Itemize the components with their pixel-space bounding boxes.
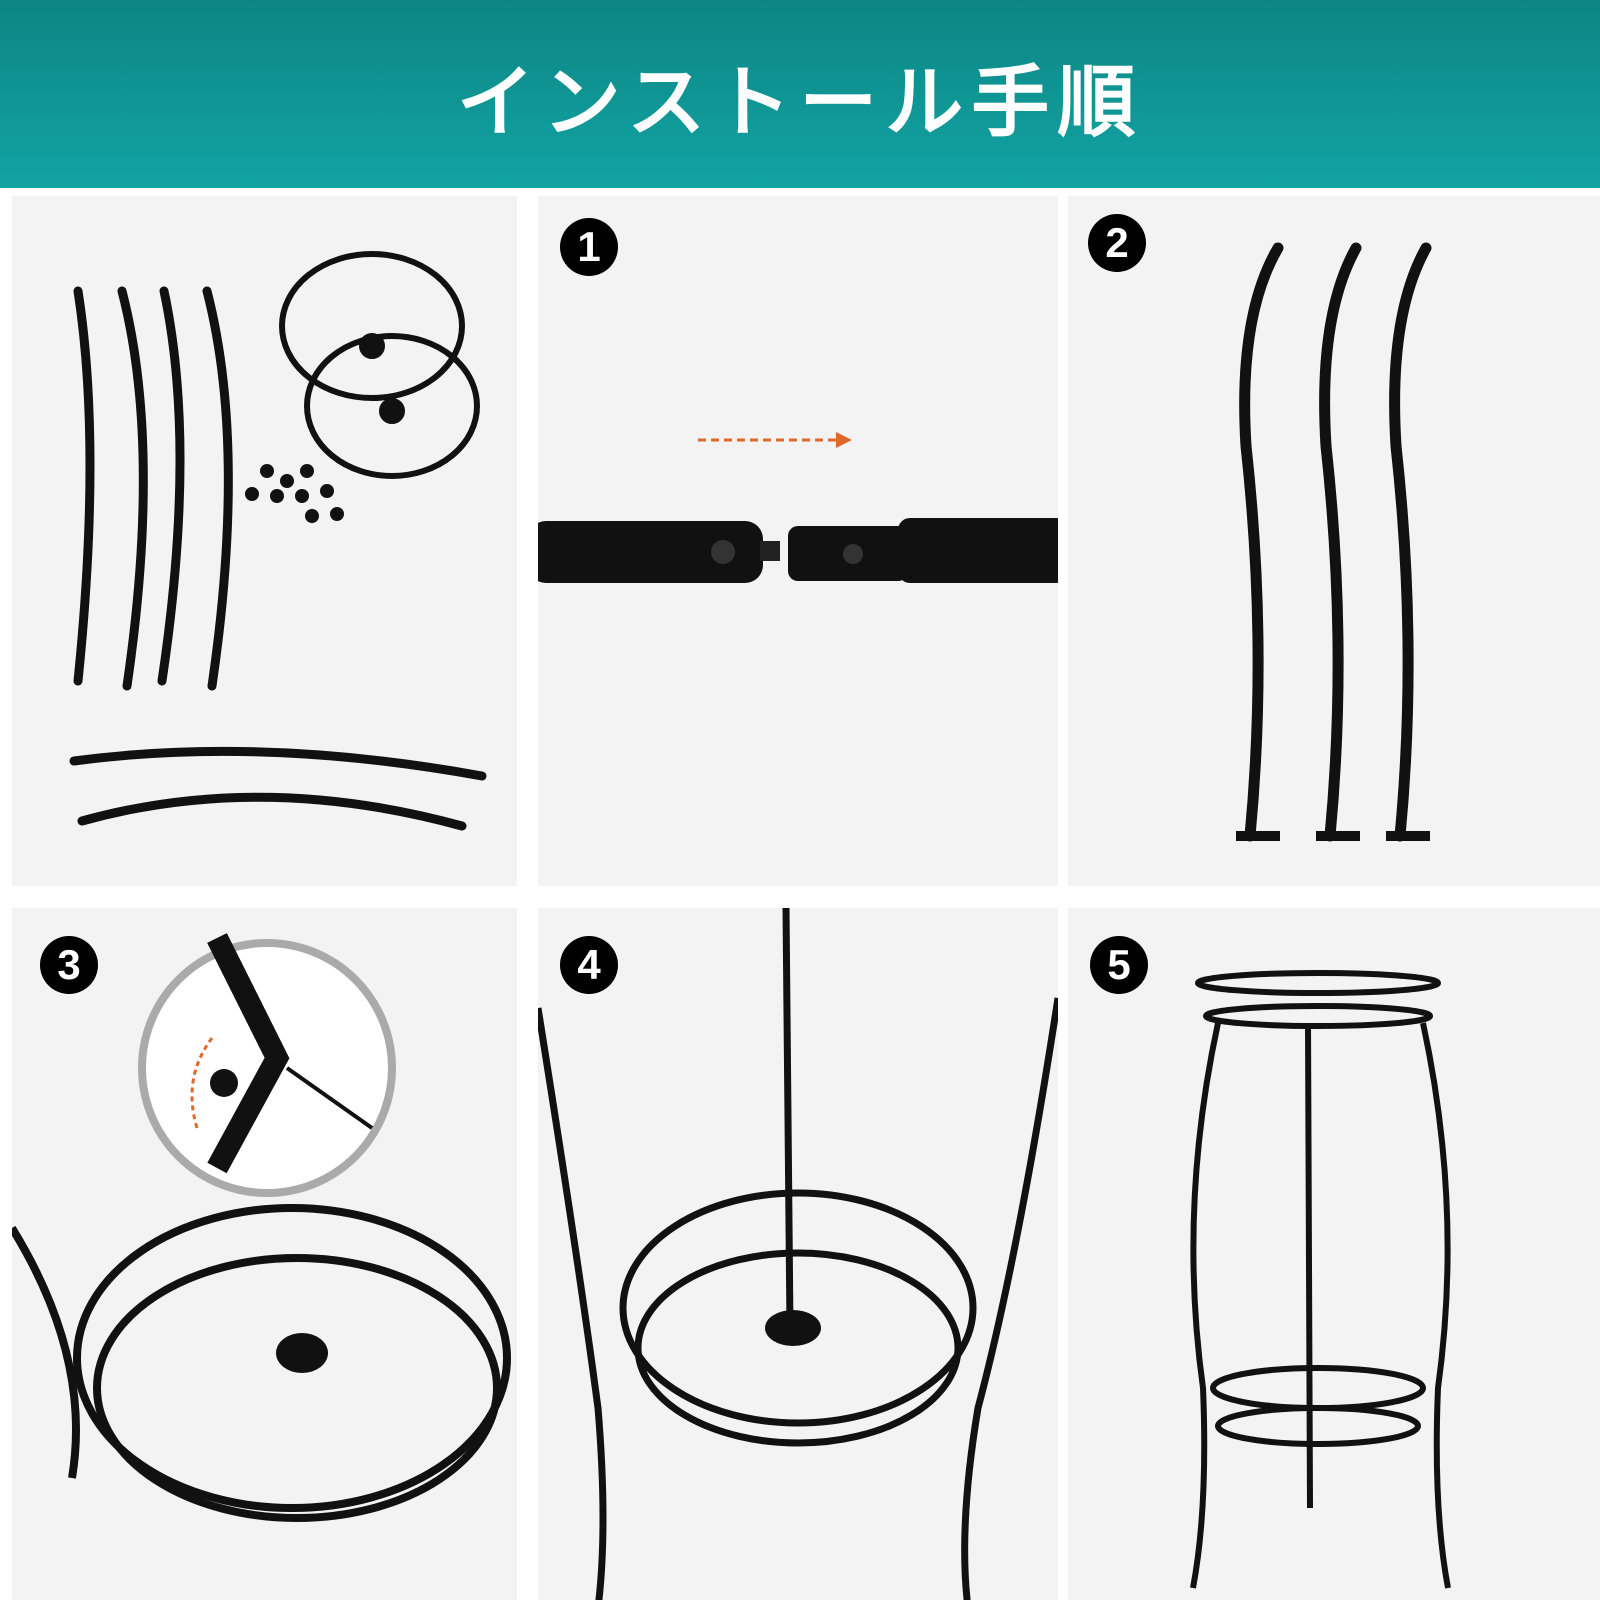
- step-1-panel: 1: [538, 196, 1058, 886]
- step-5-panel: 5: [1068, 908, 1600, 1600]
- parts-illustration: [69, 251, 487, 831]
- step-4-panel: 4: [538, 908, 1058, 1600]
- step-number-badge: 2: [1088, 214, 1146, 272]
- step-number-badge: 3: [40, 936, 98, 994]
- step-1-illustration: [538, 432, 1058, 583]
- step-3-illustration: [12, 933, 511, 1522]
- step-number-badge: 5: [1090, 936, 1148, 994]
- parts-overview-panel: [12, 196, 517, 886]
- page-title: インストール手順: [456, 58, 1144, 148]
- step-3-panel: 3: [12, 908, 517, 1600]
- step-number-badge: 1: [560, 218, 618, 276]
- step-2-illustration: [1236, 242, 1432, 842]
- step-4-illustration: [538, 908, 1058, 1600]
- step-number-badge: 4: [560, 936, 618, 994]
- step-5-assembled-stand: [1190, 970, 1451, 1589]
- header-banner: インストール手順: [0, 0, 1600, 188]
- step-2-panel: 2: [1068, 196, 1600, 886]
